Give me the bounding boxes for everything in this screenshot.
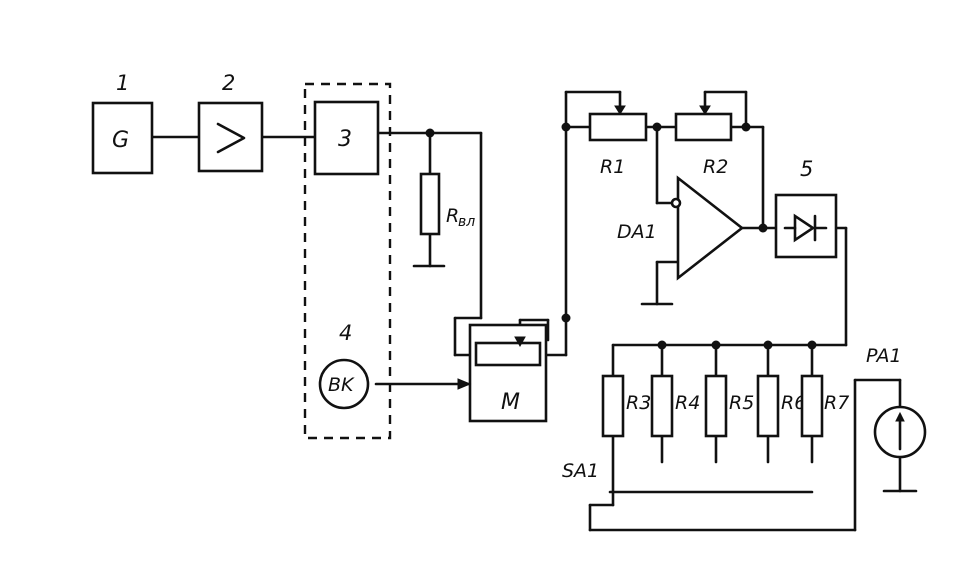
rectifier-block: 5 (774, 157, 838, 259)
junction-dot (758, 223, 768, 233)
opamp-da1: DA1 (617, 175, 745, 281)
r3-label: R3 (626, 392, 651, 414)
m-symbol: M (501, 390, 520, 415)
junction-dot (652, 122, 662, 132)
ground-symbols (412, 264, 918, 493)
block-3-symbol: 3 (338, 127, 352, 152)
junction-dot (741, 122, 751, 132)
wiring (150, 90, 902, 532)
resistor-r3: R3 (601, 374, 651, 438)
r2-label: R2 (703, 156, 728, 178)
m-block: M (457, 323, 548, 423)
r6-label: R6 (781, 392, 806, 414)
resistor-r5: R5 (704, 374, 754, 438)
bk-transducer: BK 4 (318, 321, 370, 410)
inverting-input-dot (670, 197, 682, 209)
r4-label: R4 (675, 392, 700, 414)
r5-label: R5 (729, 392, 754, 414)
meter-arrow-icon (895, 411, 905, 422)
rectifier-number: 5 (800, 157, 813, 181)
bk-number: 4 (339, 321, 352, 345)
r1-trim-arrow-icon (614, 105, 626, 115)
load-resistor-subscript: вл (458, 214, 475, 230)
wiper-arrow-icon (514, 336, 526, 348)
r7-label: R7 (824, 392, 849, 414)
potentiometer (474, 341, 542, 367)
amplifier-number: 2 (222, 71, 235, 95)
load-resistor: R вл (419, 172, 475, 236)
meter-pa1: PA1 (866, 345, 927, 459)
resistor-r1: R1 (588, 105, 648, 178)
signal-arrow-icon (457, 378, 472, 390)
r2-trim-arrow-icon (699, 105, 711, 115)
da1-label: DA1 (617, 221, 657, 243)
load-resistor-label: R (446, 205, 459, 227)
opamp-triangle-icon (676, 175, 745, 281)
amplifier-block: 2 (197, 71, 264, 173)
pa1-label: PA1 (866, 345, 902, 367)
generator-block: G 1 (91, 71, 154, 175)
resistor-r2: R2 (674, 105, 733, 178)
sa1-label: SA1 (562, 460, 599, 482)
resistor-r7: R7 (800, 374, 849, 438)
junction-dot (807, 340, 817, 350)
bk-symbol: BK (328, 374, 355, 396)
junction-dot (711, 340, 721, 350)
junction-dot (561, 122, 571, 132)
junction-dot (425, 128, 435, 138)
junction-dot (763, 340, 773, 350)
generator-symbol: G (112, 128, 129, 153)
resistor-r4: R4 (650, 374, 700, 438)
amplifier-symbol-icon (216, 122, 246, 154)
junction-dot (657, 340, 667, 350)
dashed-enclosure (303, 82, 392, 440)
junction-dots (425, 122, 817, 350)
shunt-resistors: R3 R4 R5 R6 R7 (601, 374, 849, 438)
generator-number: 1 (116, 71, 129, 95)
junction-dot (561, 313, 571, 323)
resistor-r6: R6 (756, 374, 806, 438)
block-3: 3 (313, 100, 380, 176)
switch-sa1: SA1 (562, 460, 615, 507)
r1-label: R1 (600, 156, 625, 178)
